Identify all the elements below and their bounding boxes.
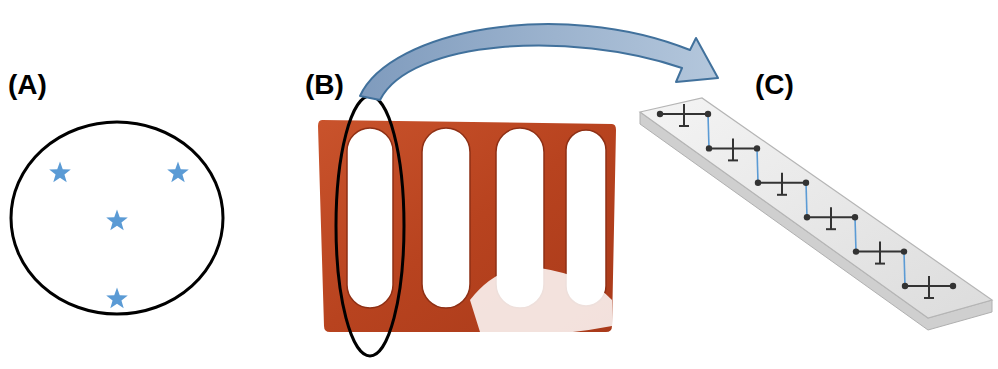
sample-marks — [657, 104, 956, 298]
panel-label: (C) — [755, 70, 794, 101]
panel-label: (B) — [305, 70, 344, 101]
gasket-photo — [318, 96, 616, 356]
transfer-arrow — [360, 24, 718, 100]
mark-stem — [830, 207, 832, 229]
link-line — [904, 252, 905, 286]
mark-dot — [804, 214, 810, 220]
mark-dot — [754, 145, 760, 151]
mark-stem — [732, 138, 734, 160]
mark-foot — [777, 194, 787, 196]
mark-stem — [781, 173, 783, 195]
glass-slide — [640, 98, 992, 330]
mark-foot — [826, 228, 836, 230]
mark-dot — [853, 248, 859, 254]
link-line — [806, 183, 807, 217]
mark-stem — [683, 104, 685, 126]
mark-dot — [950, 283, 956, 289]
mark-foot — [875, 263, 885, 265]
link-line — [757, 148, 758, 182]
panel-label: (A) — [8, 70, 47, 101]
mark-dot — [657, 111, 663, 117]
mark-foot — [679, 125, 689, 127]
mark-stem — [928, 276, 930, 298]
mark-dot — [705, 111, 711, 117]
sample-circle — [11, 122, 223, 314]
mark-dot — [852, 214, 858, 220]
mark-dot — [706, 145, 712, 151]
mark-dot — [803, 180, 809, 186]
mark-stem — [879, 242, 881, 264]
mark-dot — [755, 180, 761, 186]
mark-dot — [901, 248, 907, 254]
link-line — [855, 217, 856, 251]
link-line — [708, 114, 709, 148]
mark-foot — [728, 159, 738, 161]
mark-foot — [924, 297, 934, 299]
mark-dot — [902, 283, 908, 289]
